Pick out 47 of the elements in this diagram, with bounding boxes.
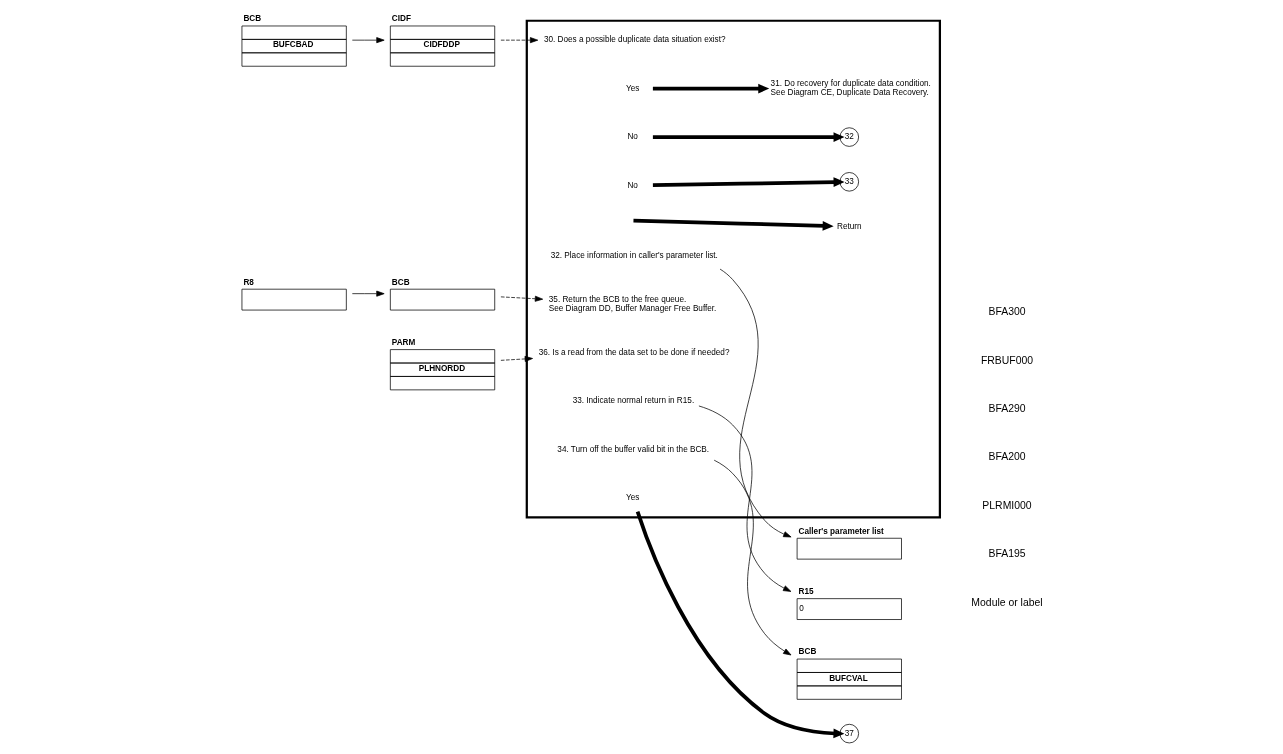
arrow (652, 132, 845, 142)
node-label: BCB (391, 277, 410, 287)
label: BFA195 (987, 548, 1026, 560)
arrow (351, 37, 385, 44)
node-text: 32. Place information in caller's parameter list. (550, 250, 718, 260)
node-text: 34. Turn off the buffer valid bit in the BCB. (556, 444, 709, 454)
node-label: BCB (798, 647, 816, 657)
node-text: No (626, 132, 638, 142)
label: BFA200 (987, 451, 1026, 463)
node-text: No (626, 180, 638, 190)
node-text: Yes (625, 493, 639, 503)
node-box (389, 288, 495, 311)
arrow (500, 37, 538, 44)
label: BFA290 (987, 403, 1026, 415)
arrow (632, 218, 834, 231)
arrow (635, 511, 844, 739)
node-circle: 37 (839, 723, 859, 744)
node-text: 30. Does a possible duplicate data situation exist? (543, 35, 726, 45)
node-label: PARM (391, 337, 415, 347)
node-text: Yes (625, 83, 639, 93)
arrow (652, 177, 845, 188)
node-box (241, 288, 347, 311)
node-label: R8 (242, 277, 254, 287)
arrow (500, 355, 533, 362)
node-box: 0 (796, 598, 902, 620)
node-text: 35. Return the BCB to the free queue. See Diagram DD, Buffer Manager Free Buffer. (548, 294, 716, 313)
node-text: Return (836, 221, 862, 231)
node-text: 33. Indicate normal return in R15. (572, 396, 694, 406)
label: BFA300 (987, 306, 1026, 318)
arrow (500, 295, 543, 302)
node-label: R15 (798, 587, 814, 597)
arrow (652, 83, 769, 94)
arrow (713, 459, 791, 656)
arrow (351, 290, 385, 297)
arrow (719, 268, 791, 538)
label: FRBUF000 (980, 354, 1033, 366)
node-text: 31. Do recovery for duplicate data condition. See Diagram CE, Duplicate Data Recovery. (770, 79, 931, 98)
label: PLRMI000 (981, 499, 1032, 511)
node-label: Caller's parameter list (798, 526, 884, 536)
node-circle: 33 (839, 172, 859, 192)
label: Module or label (970, 596, 1043, 608)
node-label: CIDF (391, 14, 411, 24)
arrow (698, 405, 791, 592)
node-circle: 32 (839, 127, 859, 147)
node-box (796, 537, 902, 560)
node-text: 36. Is a read from the data set to be done if needed? (538, 347, 729, 357)
node-label: BCB (242, 14, 261, 24)
